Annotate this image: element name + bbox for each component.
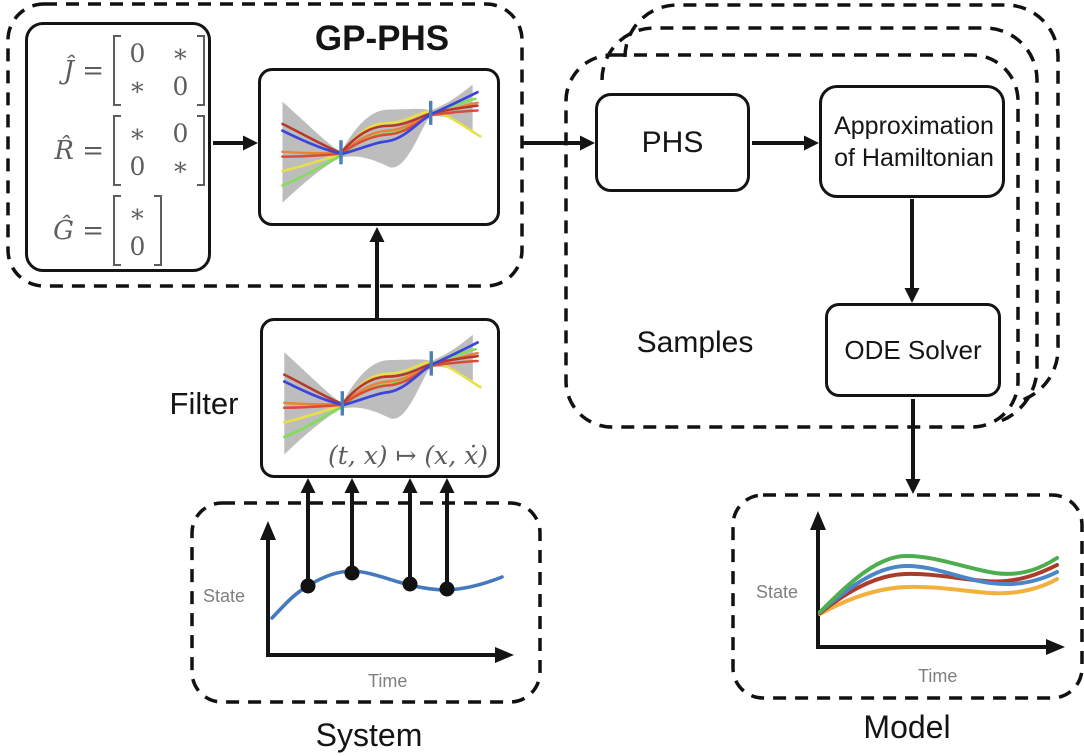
time-axis-label: Time [368, 671, 407, 691]
observation-dot [344, 565, 360, 581]
ode-solver-label: ODE Solver [844, 334, 982, 365]
filter-label: Filter [169, 386, 239, 421]
arrowhead-icon [439, 478, 455, 493]
observation-dot [439, 581, 455, 597]
y-axis-arrowhead-icon [810, 511, 826, 530]
y-axis-arrowhead-icon [260, 521, 276, 540]
arrowhead-icon [300, 478, 316, 493]
matrix-J-row: Ĵ = 0 ∗ ∗ 0 [40, 35, 208, 106]
model-plot: State Time [733, 495, 1082, 698]
matrix-cell: 0 [129, 231, 146, 261]
arrowhead-icon [243, 135, 258, 151]
matrix-cell: 0 [129, 39, 146, 68]
system-plot: State Time [192, 503, 540, 702]
filter-gp-plot [282, 334, 482, 455]
filter-plot-box: (t, x) ↦ (x, ẋ) [260, 318, 500, 478]
approximation-line1: Approximation [834, 111, 994, 140]
bracket-left [113, 115, 121, 186]
time-axis-label: Time [918, 666, 957, 686]
sample-curve-yellow [283, 360, 482, 424]
matrix-cell: 0 [129, 151, 146, 181]
matrix-cell: 0 [172, 119, 189, 148]
gp-posterior-plot-box [258, 68, 500, 226]
matrix-cell: ∗ [129, 119, 146, 148]
matrix-J: 0 ∗ ∗ 0 [113, 35, 205, 106]
bracket-left [113, 35, 121, 106]
matrix-J-label: Ĵ = [63, 55, 104, 86]
arrowhead-icon [904, 288, 920, 303]
bracket-left [113, 195, 121, 266]
model-label: Model [863, 709, 951, 745]
arrowhead-icon [804, 135, 819, 151]
arrowhead-icon [905, 479, 921, 494]
arrowhead-icon [369, 227, 385, 242]
matrix-cell: ∗ [129, 71, 146, 101]
state-axis-label: State [756, 582, 798, 602]
observation-dot [300, 578, 316, 594]
arrowhead-icon [580, 135, 595, 151]
matrix-G-label: Ĝ = [53, 215, 104, 246]
matrix-cell: ∗ [172, 151, 189, 181]
matrix-R: ∗ 0 0 ∗ [113, 115, 205, 186]
phs-box: PHS [595, 93, 750, 192]
state-mapping-formula: (t, x) ↦ (x, ẋ) [328, 441, 488, 470]
matrix-cell: ∗ [129, 199, 146, 228]
samples-label: Samples [636, 326, 754, 359]
ode-solver-box: ODE Solver [825, 303, 1001, 397]
bracket-right [197, 115, 205, 186]
gp-posterior-plot [281, 84, 482, 203]
arrowhead-icon [402, 478, 418, 493]
matrix-R-label: R̂ = [54, 135, 104, 166]
sample-curve-blue [282, 341, 480, 407]
sample-curve-darkred [283, 354, 479, 406]
matrix-cell: 0 [172, 71, 189, 101]
bracket-right [154, 195, 162, 266]
x-axis-arrowhead-icon [1046, 639, 1065, 655]
approximation-box-label: Approximation of Hamiltonian [830, 110, 994, 174]
gp-phs-title: GP-PHS [314, 19, 450, 58]
parameter-matrices-box: Ĵ = 0 ∗ ∗ 0 R̂ = ∗ 0 0 ∗ [25, 22, 211, 272]
approximation-box: Approximation of Hamiltonian [819, 85, 1005, 198]
matrix-G: ∗ 0 [113, 195, 162, 266]
x-axis-arrowhead-icon [495, 647, 514, 663]
bracket-right [197, 35, 205, 106]
phs-box-label: PHS [641, 125, 704, 159]
system-label: System [315, 717, 423, 753]
sample-curve-red [283, 359, 479, 410]
system-trajectory-curve [270, 569, 504, 620]
state-axis-label: State [203, 586, 245, 606]
observation-dot [402, 576, 418, 592]
matrix-cell: ∗ [172, 39, 189, 68]
matrix-G-row: Ĝ = ∗ 0 [40, 195, 208, 266]
approximation-line2: of Hamiltonian [834, 143, 994, 172]
matrix-R-row: R̂ = ∗ 0 0 ∗ [40, 115, 208, 186]
arrowhead-icon [344, 478, 360, 493]
